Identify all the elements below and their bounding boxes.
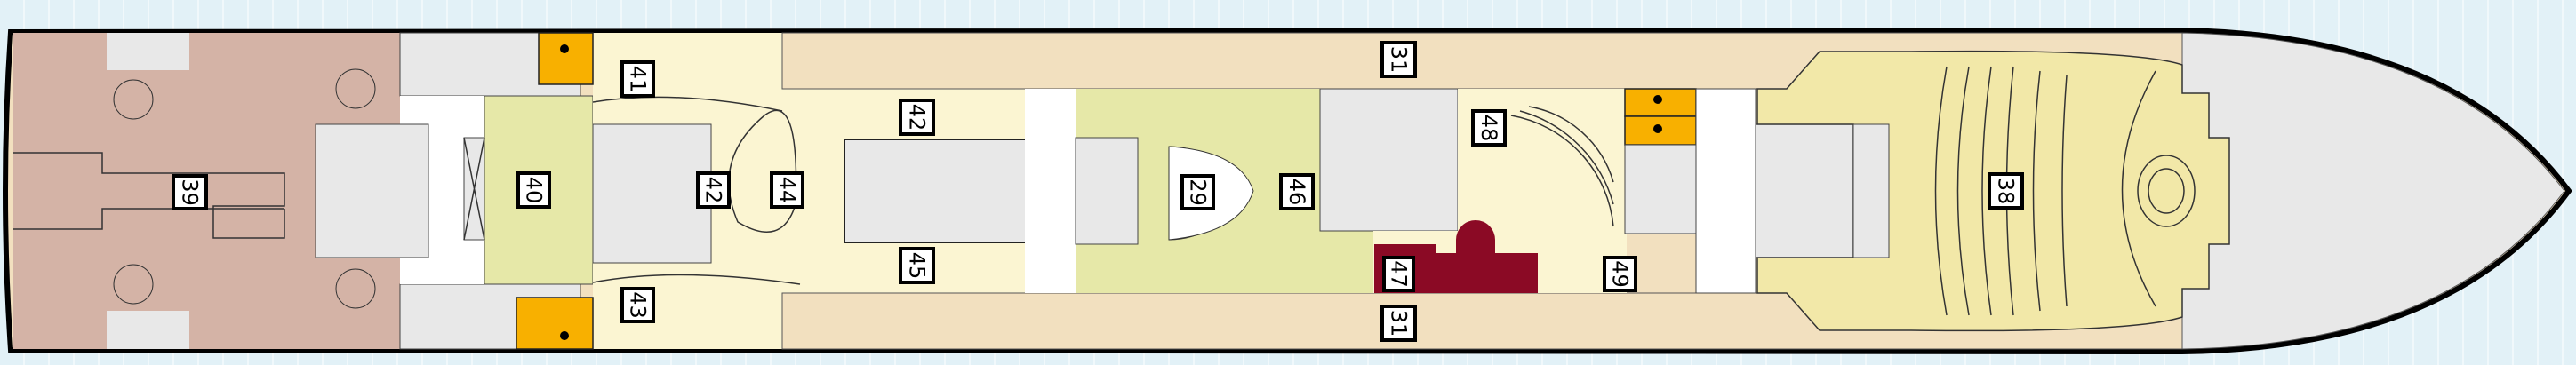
lounge-48[interactable] <box>1431 89 1625 235</box>
core-fwd <box>1755 123 1854 258</box>
area-label-47[interactable]: 47 <box>1382 256 1415 292</box>
area-label-40[interactable]: 40 <box>516 171 551 209</box>
svg-text:43: 43 <box>626 291 651 319</box>
svg-text:39: 39 <box>178 179 203 206</box>
svg-text:46: 46 <box>1284 179 1309 206</box>
svg-text:40: 40 <box>522 177 547 204</box>
stair-fwd <box>1624 144 1697 234</box>
restaurant-tables <box>113 68 376 309</box>
area-label-45[interactable]: 45 <box>899 247 935 284</box>
area-label-46[interactable]: 46 <box>1279 173 1315 210</box>
svg-text:48: 48 <box>1476 115 1501 142</box>
corridor-mid <box>1025 89 1076 293</box>
stair-core <box>315 123 429 258</box>
svg-text:44: 44 <box>775 177 800 204</box>
aft-service-top <box>107 33 189 70</box>
bow-area <box>2181 32 2565 350</box>
svg-text:42: 42 <box>905 104 930 131</box>
area-label-49[interactable]: 49 <box>1603 256 1637 292</box>
stair-mid <box>1075 137 1139 245</box>
svg-text:29: 29 <box>1186 179 1211 206</box>
area-label-38[interactable]: 38 <box>1988 172 2024 210</box>
svg-text:31: 31 <box>1387 46 1412 74</box>
area-label-41[interactable]: 41 <box>620 60 655 98</box>
core-42 <box>592 123 712 264</box>
svg-text:41: 41 <box>626 66 651 93</box>
area-label-31-top[interactable]: 31 <box>1380 41 1417 78</box>
svg-text:31: 31 <box>1387 310 1412 337</box>
svg-text:42: 42 <box>701 177 726 204</box>
area-label-39[interactable]: 39 <box>172 174 208 210</box>
corridor-fwd <box>1695 88 1756 294</box>
aft-service-bottom <box>107 311 189 349</box>
area-label-44[interactable]: 44 <box>770 171 804 209</box>
svg-text:49: 49 <box>1608 260 1633 288</box>
area-label-43[interactable]: 43 <box>620 287 655 323</box>
svg-text:38: 38 <box>1994 178 2019 205</box>
restroom-aft-top <box>538 32 594 85</box>
area-label-29[interactable]: 29 <box>1180 174 1215 210</box>
lounge-block <box>844 139 1045 243</box>
grey-block-mid <box>1319 88 1459 232</box>
svg-text:45: 45 <box>905 252 930 280</box>
area-label-42[interactable]: 42 <box>696 171 731 209</box>
area-label-31-bottom[interactable]: 31 <box>1380 305 1417 342</box>
restroom-aft-bottom <box>516 297 594 350</box>
area-label-42-top[interactable]: 42 <box>899 99 935 136</box>
area-label-48[interactable]: 48 <box>1471 109 1507 147</box>
svg-text:47: 47 <box>1387 260 1412 288</box>
